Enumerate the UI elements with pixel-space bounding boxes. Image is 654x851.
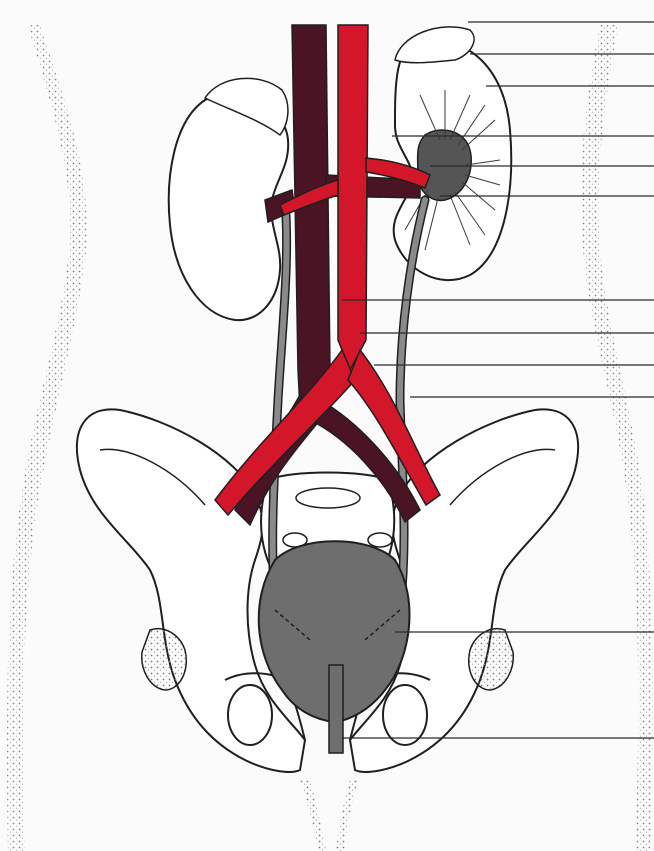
left-adrenal-gland <box>395 27 474 63</box>
left-body-contour <box>7 25 87 851</box>
sacral-vertebra <box>296 488 360 508</box>
legs-contour-right <box>336 780 358 851</box>
left-obturator-foramen <box>383 685 427 745</box>
urethra <box>329 665 343 753</box>
right-obturator-foramen <box>228 685 272 745</box>
right-body-contour <box>581 25 653 851</box>
sacral-foramen-right <box>368 533 392 547</box>
legs-contour-left <box>300 780 326 851</box>
